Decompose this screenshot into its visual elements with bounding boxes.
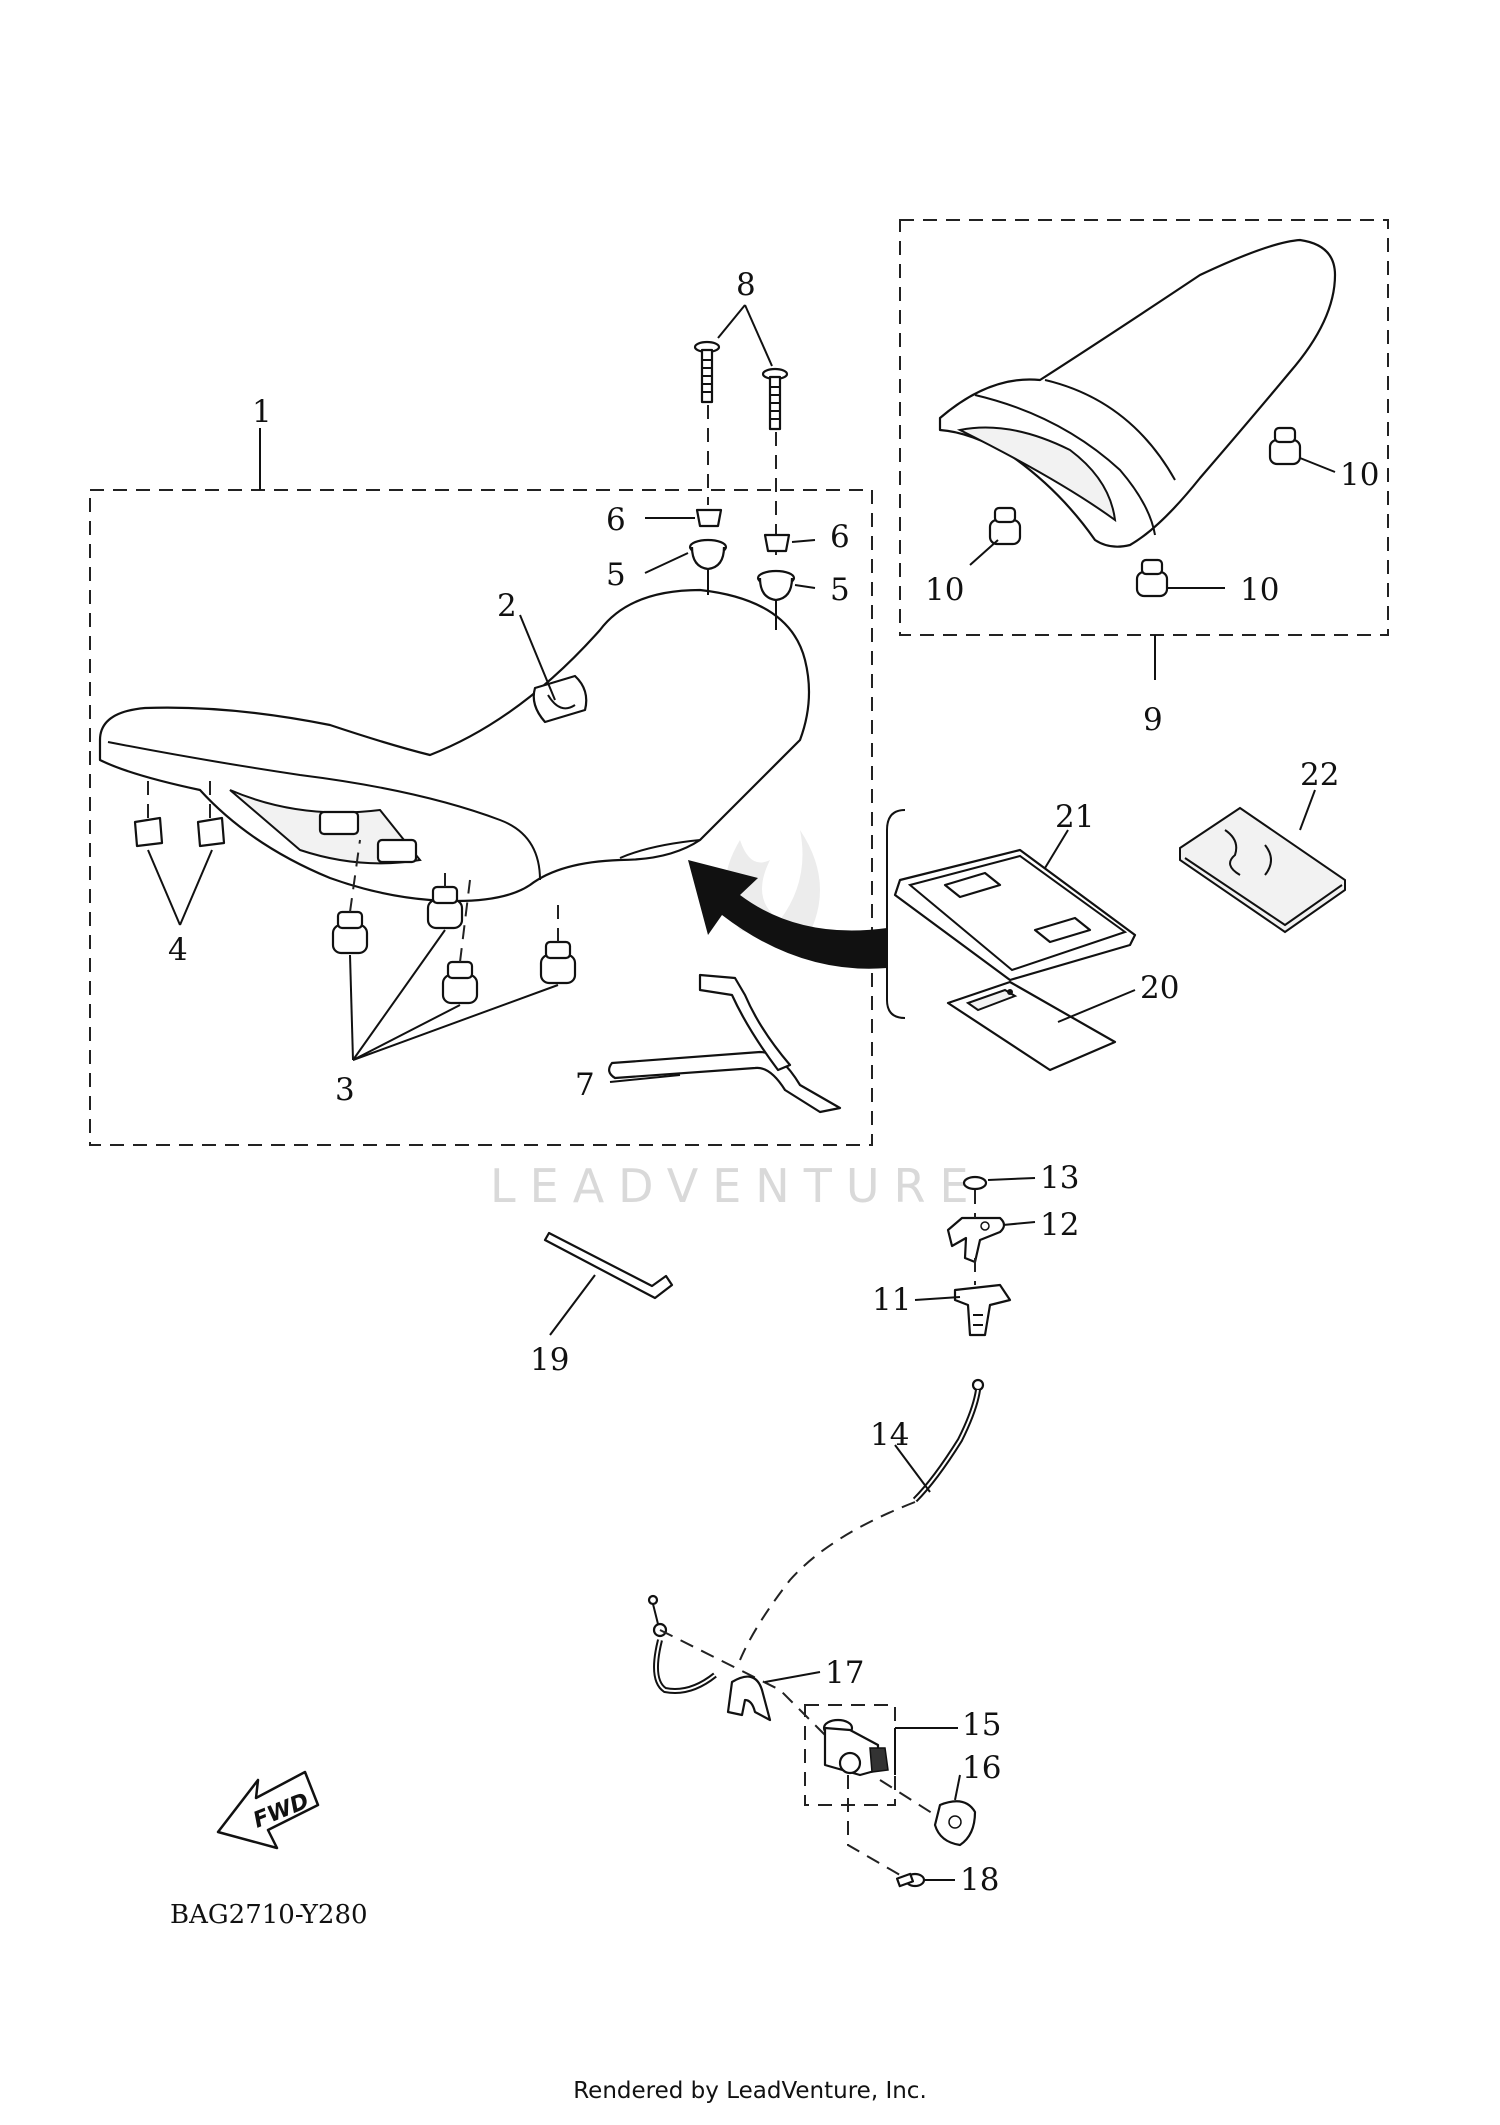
rear-seat-damper <box>1135 558 1169 598</box>
seat-bumper <box>133 816 164 848</box>
callout-22: 22 <box>1300 757 1339 793</box>
seat-lock-hook <box>953 1283 1012 1337</box>
collar <box>695 508 723 528</box>
rear-seat-damper <box>988 506 1022 546</box>
owners-manual <box>1179 806 1346 934</box>
kit-bracket <box>886 809 906 1019</box>
seat-damper-group <box>331 885 577 1005</box>
seat-damper <box>539 940 577 985</box>
seat-damper <box>441 960 479 1005</box>
seat-band <box>608 973 842 1114</box>
callout-5-right: 5 <box>830 572 850 608</box>
callout-4: 4 <box>168 932 188 968</box>
lock-cover <box>933 1800 977 1847</box>
callout-13: 13 <box>1040 1160 1079 1196</box>
callout-21: 21 <box>1055 799 1094 835</box>
seat-lock-cable <box>647 1378 985 1694</box>
callout-3: 3 <box>335 1072 355 1108</box>
callout-6-left: 6 <box>606 502 626 538</box>
screw <box>895 1872 926 1888</box>
footer-credit: Rendered by LeadVenture, Inc. <box>573 2078 927 2104</box>
callout-18: 18 <box>960 1862 999 1898</box>
callout-8: 8 <box>736 267 756 303</box>
seat-assembly-box <box>89 489 873 1146</box>
seat-bumper-group <box>133 816 226 848</box>
seat-lock <box>822 1718 889 1777</box>
bolt-pair <box>693 340 789 431</box>
fwd-arrow-icon: FWD <box>216 1770 320 1850</box>
callout-9: 9 <box>1143 702 1163 738</box>
callout-20: 20 <box>1140 970 1179 1006</box>
callout-16: 16 <box>962 1750 1001 1786</box>
callout-15: 15 <box>962 1707 1001 1743</box>
callout-6-right: 6 <box>830 519 850 555</box>
callout-10-left: 10 <box>925 572 964 608</box>
cable-bracket <box>726 1675 772 1722</box>
callout-10-center: 10 <box>1240 572 1279 608</box>
rear-seat[interactable] <box>938 238 1337 548</box>
callout-5-left: 5 <box>606 557 626 593</box>
grommet <box>688 538 728 571</box>
nut <box>962 1175 988 1191</box>
kit-arrow <box>688 860 887 969</box>
callout-2: 2 <box>497 588 517 624</box>
callout-10-right: 10 <box>1340 457 1379 493</box>
seat-damper <box>426 885 464 930</box>
seat-bolt <box>761 367 789 431</box>
watermark-text: LEADVENTURE <box>490 1159 983 1213</box>
grommet <box>756 569 796 602</box>
callout-19: 19 <box>530 1342 569 1378</box>
callout-12: 12 <box>1040 1207 1079 1243</box>
rear-seat-damper <box>1268 426 1302 466</box>
hex-wrench <box>543 1231 674 1300</box>
tool-bag <box>893 848 1137 982</box>
callout-14: 14 <box>870 1417 909 1453</box>
rear-seat-damper-group <box>988 426 1302 598</box>
collar <box>763 533 791 553</box>
owners-card <box>946 980 1117 1072</box>
seat-strap-label <box>532 674 588 724</box>
callout-17: 17 <box>825 1655 864 1691</box>
rear-seat-box <box>899 219 1389 636</box>
lock-plate <box>946 1216 1006 1264</box>
diagram-code: BAG2710-Y280 <box>170 1900 368 1930</box>
callout-11: 11 <box>872 1282 911 1318</box>
main-seat[interactable] <box>98 588 811 903</box>
callout-1: 1 <box>252 394 272 430</box>
seat-damper <box>331 910 369 955</box>
callout-7: 7 <box>575 1067 595 1103</box>
seat-bolt <box>693 340 721 404</box>
seat-bumper <box>196 816 226 848</box>
